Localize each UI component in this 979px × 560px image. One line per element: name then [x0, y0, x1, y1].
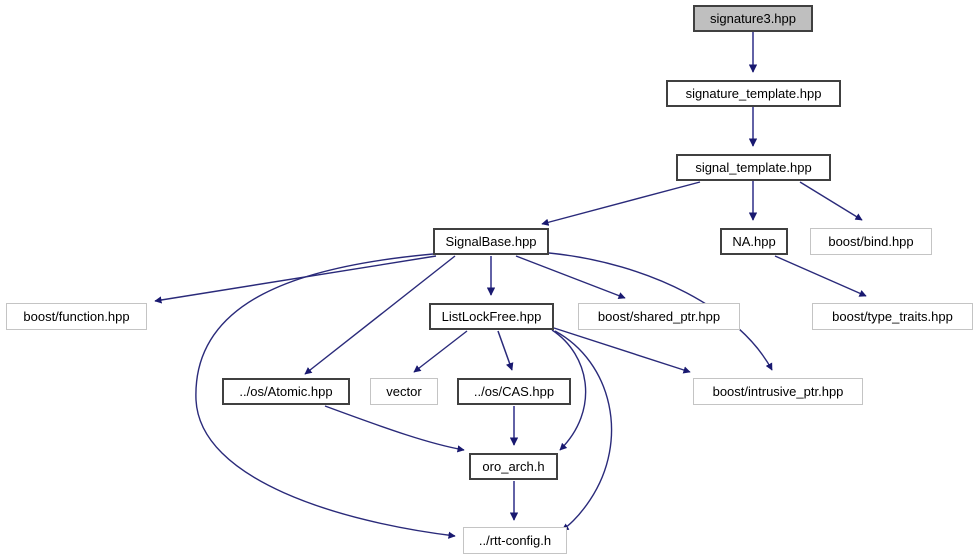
graph-node-label: boost/bind.hpp — [828, 234, 914, 249]
graph-node-signalbase[interactable]: SignalBase.hpp — [433, 228, 549, 255]
graph-node-rtt_config[interactable]: ../rtt-config.h — [463, 527, 567, 554]
graph-node-boost_type_traits[interactable]: boost/type_traits.hpp — [812, 303, 973, 330]
graph-node-listlockfree[interactable]: ListLockFree.hpp — [429, 303, 554, 330]
graph-node-na[interactable]: NA.hpp — [720, 228, 788, 255]
edge-na-to-boost_type_traits — [774, 255, 867, 297]
graph-node-os_cas[interactable]: ../os/CAS.hpp — [457, 378, 571, 405]
edge-signal_template-to-signalbase — [541, 181, 701, 226]
edge-listlockfree-to-vector — [413, 330, 468, 373]
edge-os_atomic-to-oro_arch — [324, 405, 465, 453]
graph-node-signal_template[interactable]: signal_template.hpp — [676, 154, 831, 181]
graph-node-label: ../rtt-config.h — [478, 533, 552, 548]
graph-node-label: signal_template.hpp — [695, 160, 812, 175]
edge-listlockfree-to-os_cas — [497, 330, 514, 371]
graph-node-vector[interactable]: vector — [370, 378, 438, 405]
graph-node-boost_shared_ptr[interactable]: boost/shared_ptr.hpp — [578, 303, 740, 330]
graph-node-label: vector — [386, 384, 422, 399]
graph-node-label: SignalBase.hpp — [445, 234, 537, 249]
graph-node-boost_intrusive[interactable]: boost/intrusive_ptr.hpp — [693, 378, 863, 405]
graph-node-signature3: signature3.hpp — [693, 5, 813, 32]
graph-node-label: boost/intrusive_ptr.hpp — [712, 384, 844, 399]
graph-node-label: boost/shared_ptr.hpp — [597, 309, 721, 324]
edge-listlockfree-to-boost_intrusive — [553, 327, 691, 374]
edge-signalbase-to-boost_function — [154, 255, 437, 304]
graph-node-label: boost/type_traits.hpp — [832, 309, 953, 324]
graph-node-signature_template[interactable]: signature_template.hpp — [666, 80, 841, 107]
graph-node-os_atomic[interactable]: ../os/Atomic.hpp — [222, 378, 350, 405]
graph-node-label: ../os/CAS.hpp — [473, 384, 555, 399]
graph-node-label: signature_template.hpp — [685, 86, 822, 101]
edge-listlockfree-to-rtt_config — [554, 330, 613, 531]
graph-node-label: signature3.hpp — [709, 11, 796, 26]
graph-node-label: NA.hpp — [732, 234, 776, 249]
graph-node-boost_function[interactable]: boost/function.hpp — [6, 303, 147, 330]
graph-node-label: ListLockFree.hpp — [441, 309, 542, 324]
graph-node-label: boost/function.hpp — [23, 309, 130, 324]
graph-node-boost_bind[interactable]: boost/bind.hpp — [810, 228, 932, 255]
graph-node-oro_arch[interactable]: oro_arch.h — [469, 453, 558, 480]
edge-signalbase-to-boost_shared_ptr — [515, 255, 626, 300]
edge-signal_template-to-boost_bind — [799, 181, 863, 221]
graph-node-label: ../os/Atomic.hpp — [239, 384, 333, 399]
graph-node-label: oro_arch.h — [482, 459, 545, 474]
